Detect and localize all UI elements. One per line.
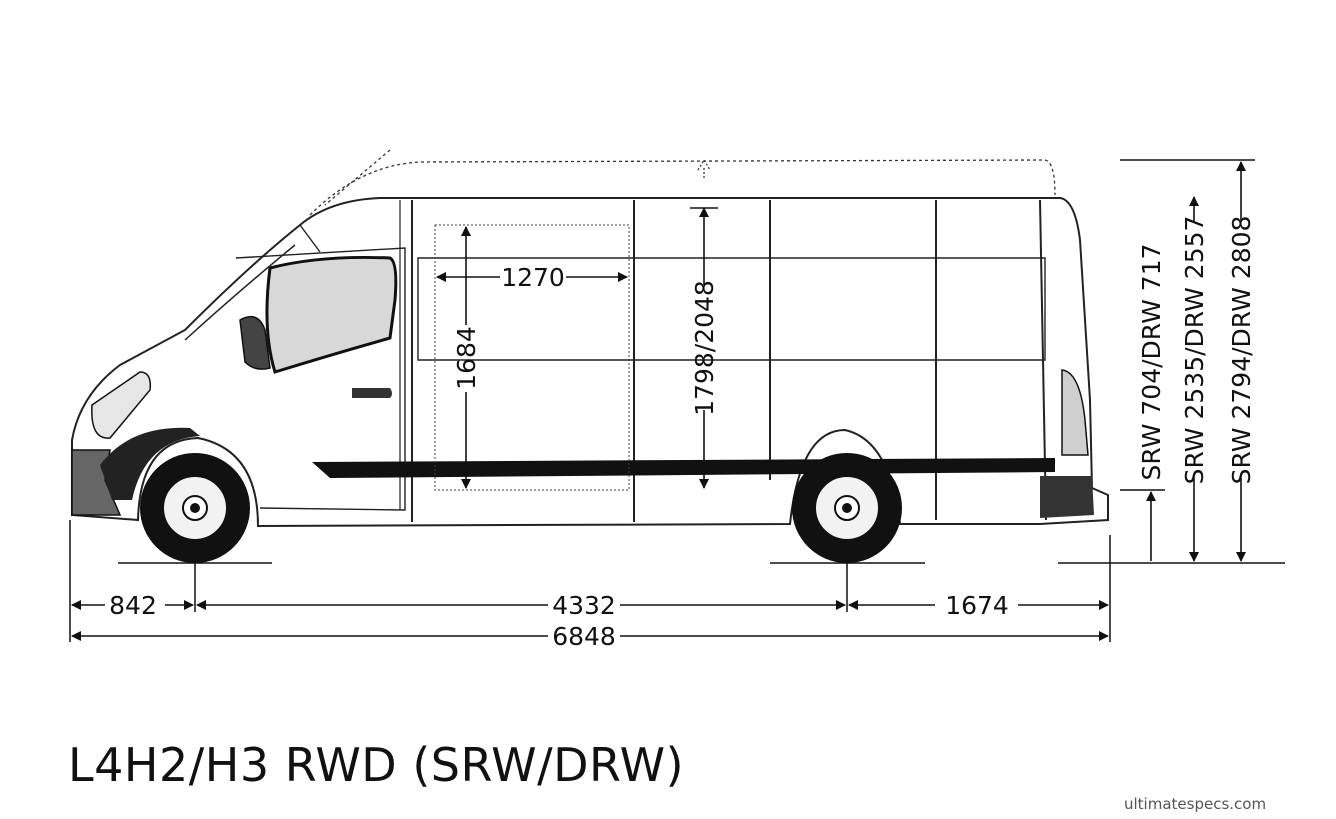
- rear-wheel: [792, 453, 902, 563]
- cargo-area-outline: [434, 224, 630, 491]
- headlight: [91, 371, 152, 439]
- windshield-line: [184, 244, 296, 341]
- dimension-lines: [71, 161, 1246, 641]
- high-roof-outline: [309, 149, 1056, 216]
- dim-overall-length: 6848: [552, 622, 616, 651]
- dim-side-door-width: 1270: [501, 263, 565, 292]
- dim-height-h3: SRW 2794/DRW 2808: [1227, 216, 1256, 485]
- mirror: [239, 315, 271, 370]
- dim-interior-height: 1798/2048: [690, 280, 719, 416]
- watermark: ultimatespecs.com: [1124, 795, 1267, 813]
- dim-front-overhang: 842: [109, 591, 157, 620]
- side-protection-strip: [312, 458, 1055, 478]
- roof-arrow-marker: [697, 158, 711, 178]
- front-wheel: [140, 453, 250, 563]
- rear-light: [1061, 369, 1089, 456]
- dim-side-door-height: 1684: [452, 326, 481, 390]
- diagram-title: L4H2/H3 RWD (SRW/DRW): [68, 738, 685, 792]
- van-body: [71, 197, 1109, 528]
- dim-rear-overhang: 1674: [945, 591, 1009, 620]
- front-window: [265, 255, 398, 374]
- extension-lines: [69, 159, 1285, 642]
- dim-height-h2: SRW 2535/DRW 2557: [1180, 216, 1209, 485]
- front-arch-cladding: [100, 427, 200, 500]
- door-handle: [352, 388, 392, 398]
- rear-bumper: [1040, 476, 1094, 518]
- dim-wheelbase: 4332: [552, 591, 616, 620]
- dim-floor-height: SRW 704/DRW 717: [1137, 243, 1166, 480]
